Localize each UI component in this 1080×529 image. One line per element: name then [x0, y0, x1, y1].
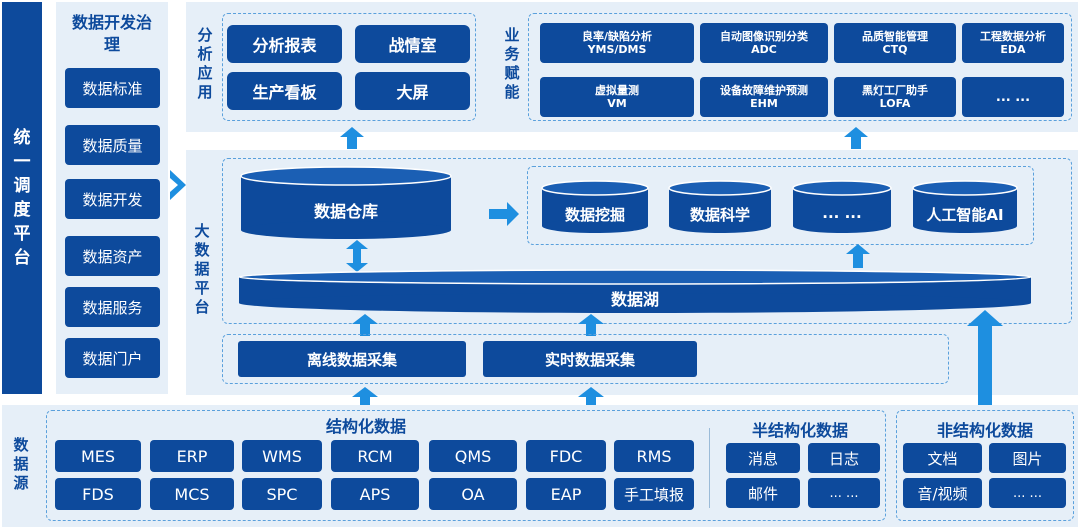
arrow-up-icon — [844, 127, 868, 149]
realtime-collection[interactable]: 实时数据采集 — [483, 341, 697, 377]
analysis-item[interactable]: 生产看板 — [227, 72, 342, 110]
scheduler-bar: 统一调度平台 — [2, 2, 42, 394]
structured-group — [46, 410, 886, 521]
semi-item[interactable]: 邮件 — [726, 478, 800, 508]
governance-item[interactable]: 数据标准 — [65, 68, 160, 108]
unstructured-item-more[interactable]: ... ... — [989, 478, 1066, 508]
arrow-up-icon — [846, 244, 870, 268]
unstructured-item[interactable]: 图片 — [989, 443, 1066, 473]
unstructured-title: 非结构化数据 — [936, 421, 1033, 440]
business-group — [528, 13, 1072, 121]
arrow-up-icon — [578, 387, 604, 409]
arrow-up-icon — [352, 387, 378, 409]
analytics-cylinder[interactable] — [792, 180, 892, 234]
analysis-item[interactable]: 分析报表 — [227, 25, 342, 63]
bigdata-label: 大数据平台 — [194, 222, 210, 316]
source-label: 数据源 — [13, 436, 29, 492]
source-system[interactable]: EAP — [526, 478, 606, 510]
unstructured-item[interactable]: 音/视频 — [903, 478, 982, 508]
analytics-cylinder[interactable] — [912, 180, 1018, 234]
source-system[interactable]: FDC — [526, 440, 606, 472]
source-system[interactable]: MES — [55, 440, 141, 472]
analytics-cylinder[interactable] — [541, 180, 649, 234]
governance-title: 数据开发治理 — [71, 13, 152, 54]
analytics-label: ... ... — [822, 204, 862, 222]
semi-item[interactable]: 消息 — [726, 443, 800, 473]
source-system[interactable]: OA — [429, 478, 517, 510]
source-system[interactable]: APS — [331, 478, 419, 510]
analysis-item[interactable]: 战情室 — [355, 25, 470, 63]
semi-item-more[interactable]: ... ... — [808, 478, 880, 508]
arrow-up-icon — [340, 127, 364, 149]
analytics-label: 数据挖掘 — [564, 206, 625, 224]
analytics-label: 人工智能AI — [926, 206, 1004, 224]
source-system[interactable]: QMS — [429, 440, 517, 472]
unstructured-group — [896, 410, 1074, 521]
analytics-label: 数据科学 — [689, 206, 750, 224]
analytics-cylinder[interactable] — [668, 180, 772, 234]
offline-collection[interactable]: 离线数据采集 — [238, 341, 466, 377]
structured-semi-divider — [709, 428, 710, 508]
governance-item[interactable]: 数据资产 — [65, 236, 160, 276]
source-system[interactable]: RCM — [331, 440, 419, 472]
business-label: 业务赋能 — [504, 26, 520, 101]
double-arrow-icon — [346, 240, 368, 272]
arrow-up-icon — [352, 314, 378, 336]
analysis-item[interactable]: 大屏 — [355, 72, 470, 110]
analysis-group — [222, 13, 476, 121]
source-system[interactable]: RMS — [614, 440, 694, 472]
source-system[interactable]: MCS — [150, 478, 234, 510]
warehouse-cylinder[interactable] — [240, 166, 452, 240]
governance-item[interactable]: 数据服务 — [65, 287, 160, 327]
governance-item[interactable]: 数据开发 — [65, 179, 160, 219]
scheduler-label: 统一调度平台 — [13, 128, 31, 268]
chevron-right-icon — [170, 170, 186, 200]
source-system[interactable]: ERP — [150, 440, 234, 472]
collection-group — [222, 334, 949, 384]
structured-title: 结构化数据 — [325, 417, 406, 436]
governance-panel: 数据开发治理 数据标准 数据质量 数据开发 数据资产 数据服务 数据门户 — [56, 2, 168, 394]
bigdata-core-group — [222, 158, 1072, 324]
business-item-more[interactable]: ... ... — [962, 77, 1064, 117]
source-system[interactable]: WMS — [242, 440, 322, 472]
warehouse-label: 数据仓库 — [313, 202, 378, 221]
analysis-label: 分析应用 — [197, 26, 213, 101]
unstructured-item[interactable]: 文档 — [903, 443, 982, 473]
lake-label: 数据湖 — [610, 290, 659, 309]
source-system[interactable]: SPC — [242, 478, 322, 510]
arrow-up-icon — [578, 314, 604, 336]
governance-item[interactable]: 数据质量 — [65, 125, 160, 165]
analytics-group — [527, 166, 1034, 245]
governance-item[interactable]: 数据门户 — [65, 338, 160, 378]
data-lake[interactable] — [238, 269, 1032, 315]
arrow-right-icon — [489, 202, 519, 226]
arrow-up-icon — [967, 310, 1003, 410]
semi-item[interactable]: 日志 — [808, 443, 880, 473]
source-system[interactable]: 手工填报 — [614, 478, 694, 510]
source-system[interactable]: FDS — [55, 478, 141, 510]
semi-title: 半结构化数据 — [751, 421, 848, 440]
